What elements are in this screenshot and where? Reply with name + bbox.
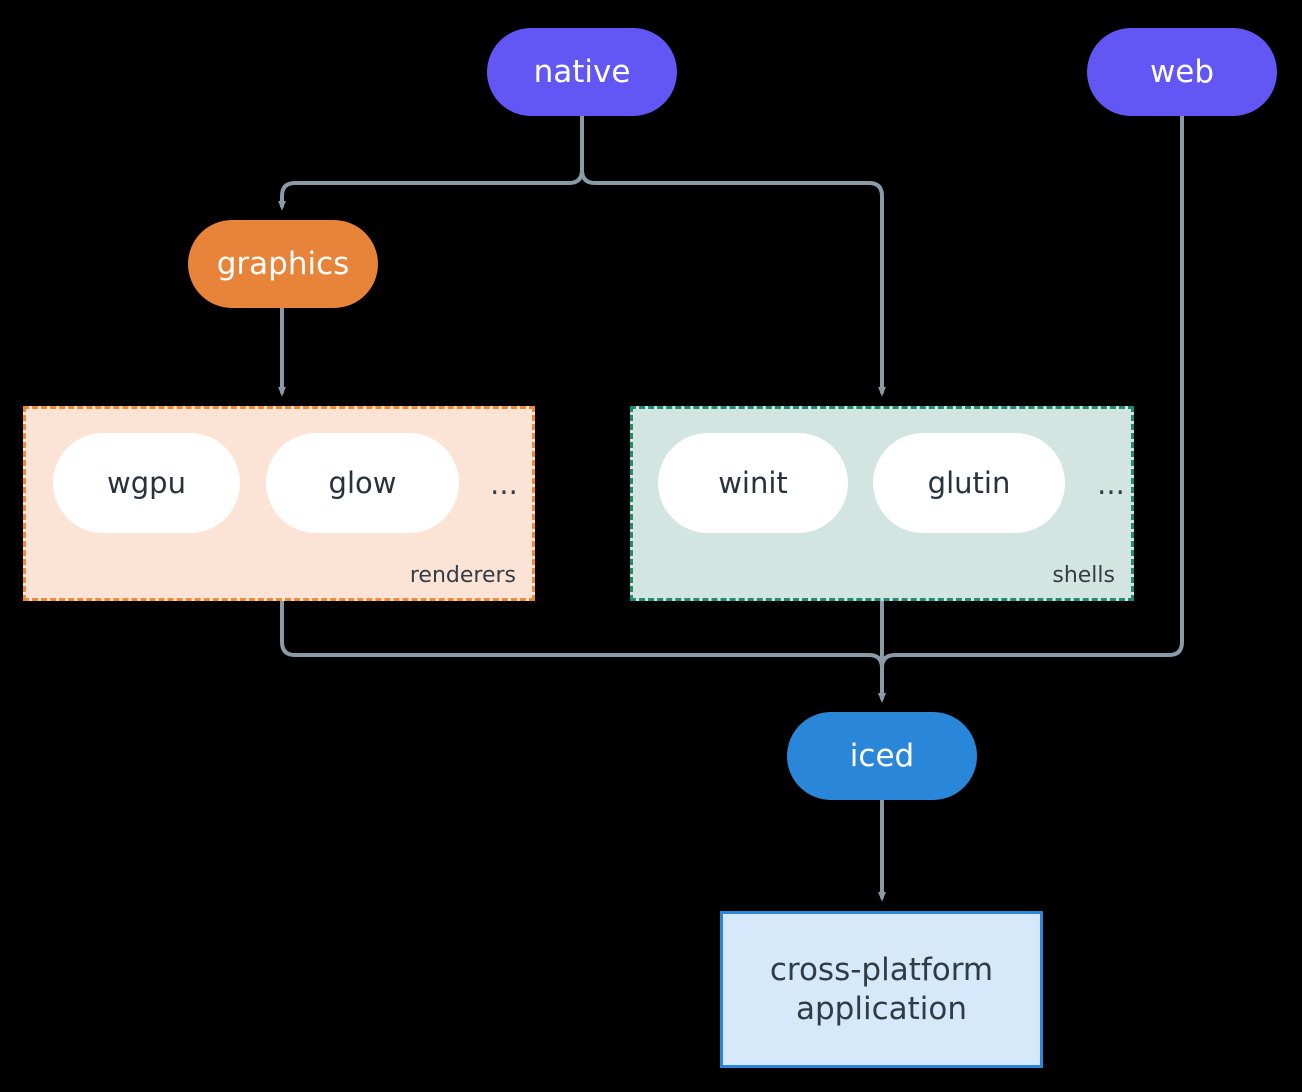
- shells-ellipsis: ...: [1097, 467, 1125, 501]
- renderers-ellipsis: ...: [490, 467, 518, 501]
- chip-winit[interactable]: winit: [658, 433, 848, 533]
- chip-wgpu[interactable]: wgpu: [53, 433, 240, 533]
- group-renderers[interactable]: wgpu glow ... renderers: [23, 406, 535, 601]
- edge-native-shells: [580, 168, 886, 397]
- node-cross-platform-application[interactable]: cross-platform application: [720, 911, 1043, 1068]
- group-shells-label: shells: [1052, 563, 1115, 588]
- edge-native-graphics: [278, 168, 584, 211]
- chip-glow[interactable]: glow: [266, 433, 459, 533]
- node-iced-label: iced: [849, 737, 915, 774]
- chip-glutin-label: glutin: [927, 466, 1011, 500]
- node-iced[interactable]: iced: [787, 712, 977, 800]
- node-web[interactable]: web: [1087, 28, 1277, 116]
- app-label-line1: cross-platform: [769, 951, 994, 988]
- chip-wgpu-label: wgpu: [107, 466, 186, 500]
- edge-renderers-iced: [280, 599, 886, 703]
- group-shells[interactable]: winit glutin ... shells: [630, 406, 1134, 601]
- node-native[interactable]: native: [487, 28, 677, 116]
- chip-glow-label: glow: [328, 466, 397, 500]
- app-label-line2: application: [796, 990, 967, 1027]
- chip-winit-label: winit: [718, 466, 788, 500]
- group-renderers-label: renderers: [409, 563, 516, 588]
- node-graphics[interactable]: graphics: [188, 220, 378, 308]
- node-web-label: web: [1149, 53, 1215, 90]
- node-native-label: native: [533, 53, 631, 90]
- node-graphics-label: graphics: [216, 245, 350, 282]
- chip-glutin[interactable]: glutin: [873, 433, 1065, 533]
